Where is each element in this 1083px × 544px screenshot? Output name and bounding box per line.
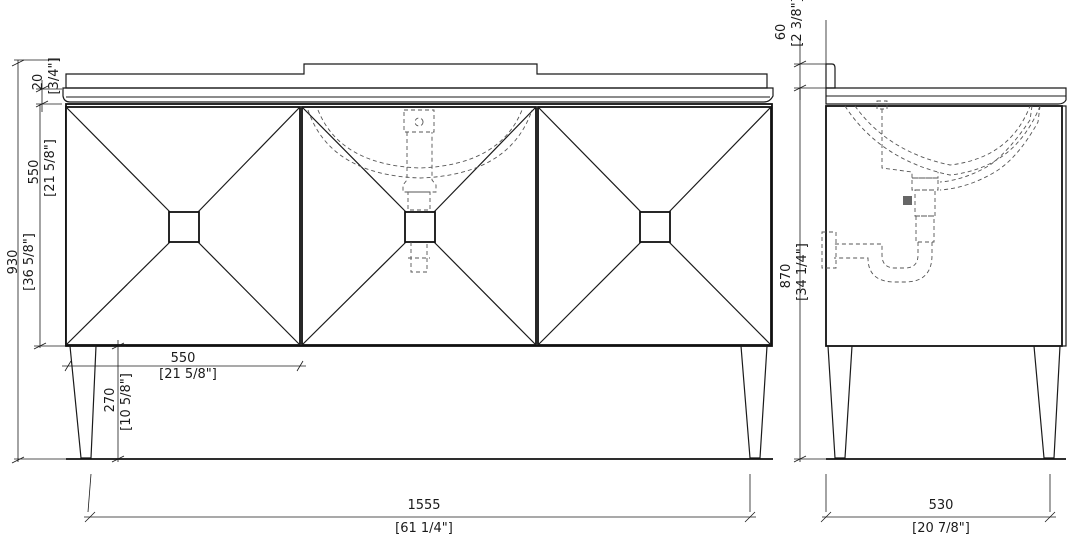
door-left — [65, 106, 301, 346]
side-height-mm: 870 — [779, 264, 794, 289]
front-countertop — [65, 63, 768, 89]
drawer-width-in: [21 5/8"] — [159, 367, 217, 382]
door-right — [537, 106, 772, 346]
overall-width-in: [61 1/4"] — [395, 521, 453, 536]
door-center — [301, 106, 537, 346]
front-leg-right — [740, 345, 768, 459]
backsplash-height-mm: 60 — [774, 24, 789, 41]
side-backsplash — [825, 63, 836, 89]
front-leg-left — [69, 345, 97, 459]
drawer-height-mm: 550 — [27, 160, 42, 185]
depth-in: [20 7/8"] — [912, 521, 970, 536]
side-plumbing-hidden — [821, 100, 1041, 283]
depth-mm: 530 — [929, 498, 954, 513]
overall-height-mm: 930 — [6, 250, 21, 275]
front-top-molding — [62, 87, 774, 103]
side-countertop — [825, 87, 1067, 105]
side-view — [821, 63, 1067, 460]
front-view — [62, 63, 774, 460]
dimension-lines — [11, 20, 1056, 523]
top-thickness-in: [3/4"] — [47, 57, 62, 94]
dimension-labels: 930 [36 5/8"] 20 [3/4"] 550 [21 5/8"] 55… — [6, 0, 970, 536]
drawer-width-mm: 550 — [171, 351, 196, 366]
overall-width-mm: 1555 — [407, 498, 440, 513]
leg-height-in: [10 5/8"] — [119, 373, 134, 431]
overall-height-in: [36 5/8"] — [22, 233, 37, 291]
drawer-height-in: [21 5/8"] — [43, 139, 58, 197]
side-height-in: [34 1/4"] — [795, 243, 810, 301]
side-leg-front — [827, 345, 853, 459]
top-thickness-mm: 20 — [31, 74, 46, 91]
side-leg-back — [1033, 345, 1061, 459]
leg-height-mm: 270 — [103, 388, 118, 413]
backsplash-height-in: [2 3/8"] — [790, 0, 805, 47]
front-sink-hidden — [307, 109, 533, 273]
side-body — [825, 105, 1063, 347]
